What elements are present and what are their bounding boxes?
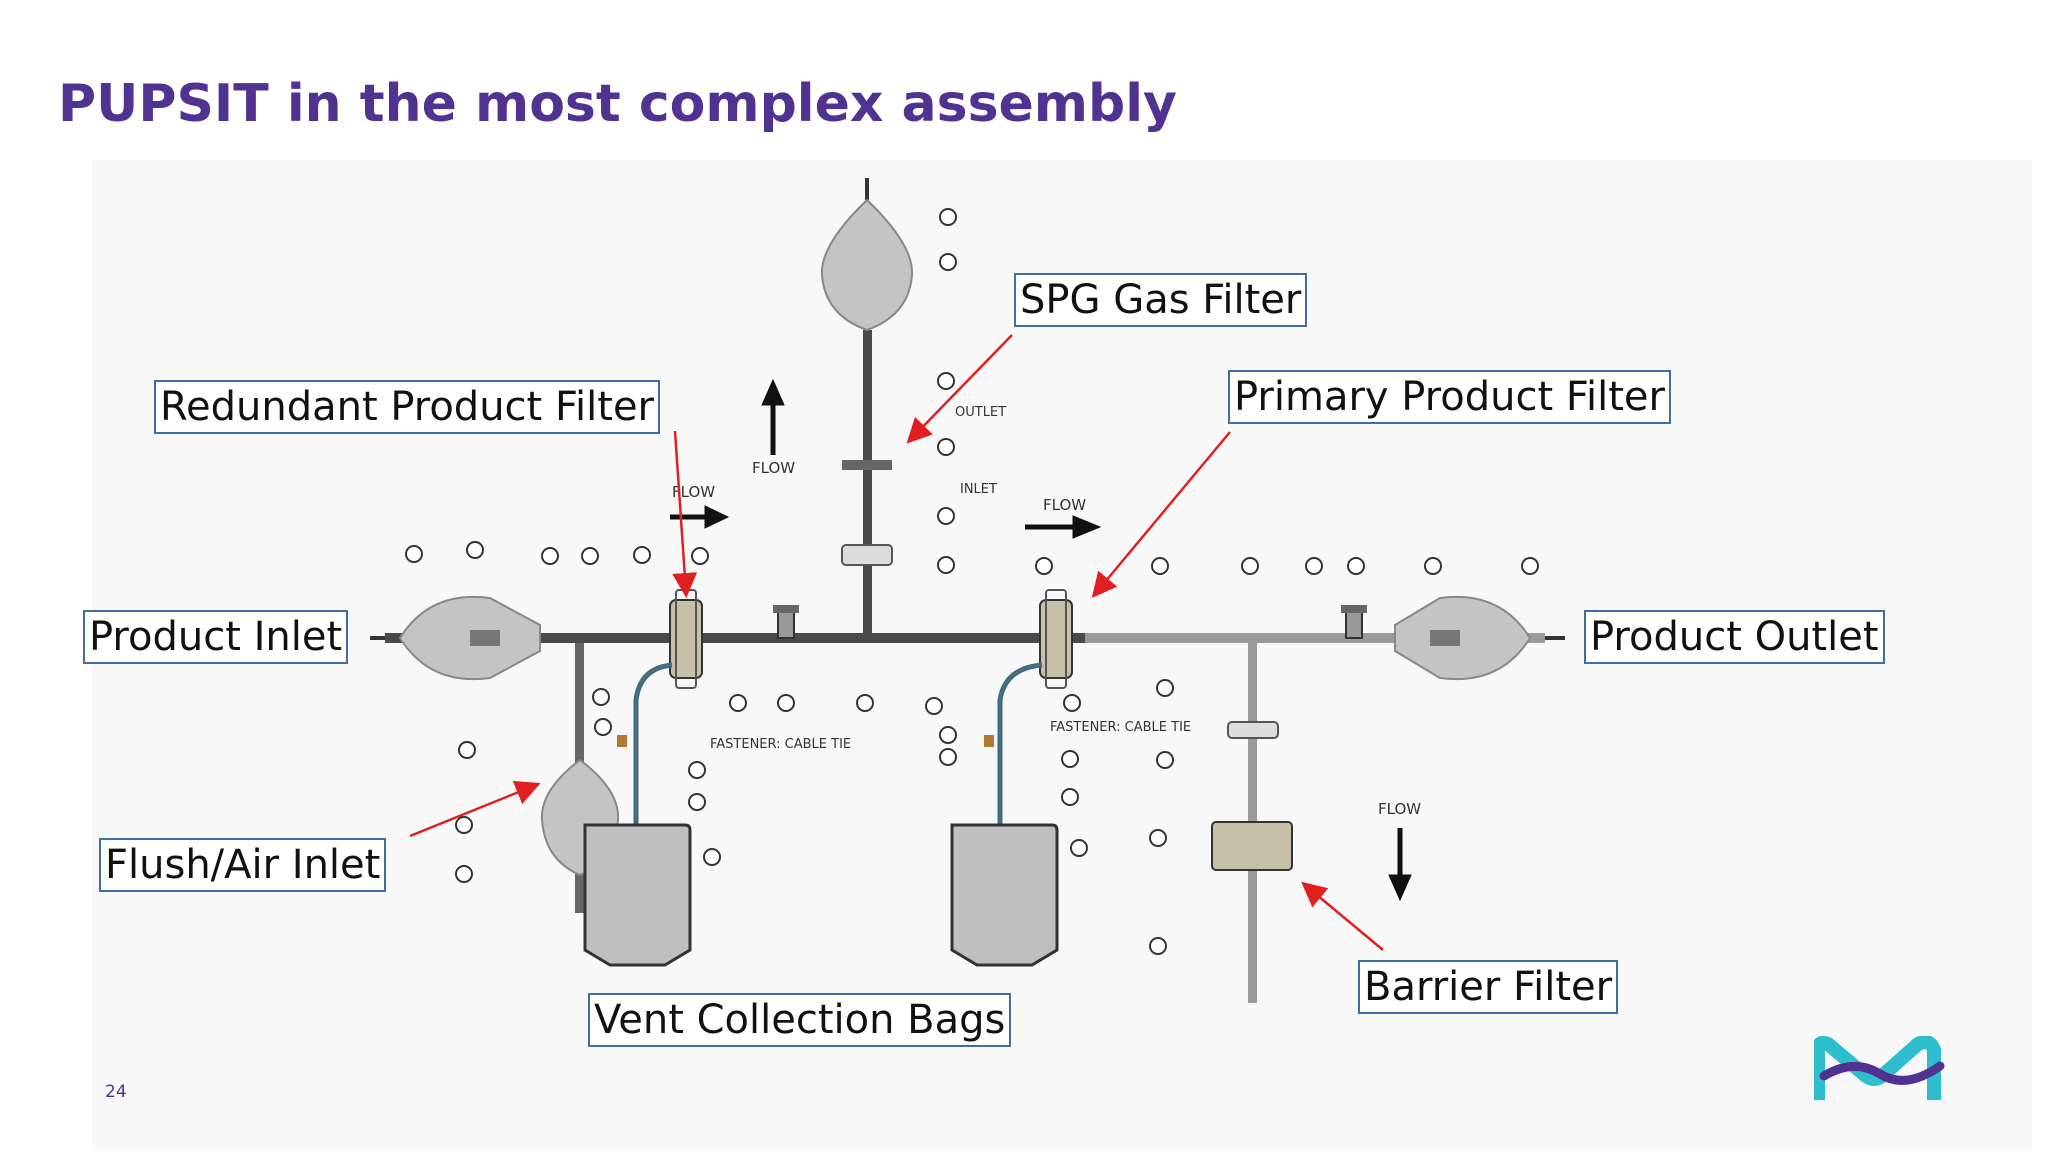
callout-flush-air-inlet: Flush/Air Inlet <box>99 838 387 892</box>
fastener-label-left: FASTENER: CABLE TIE <box>710 737 851 752</box>
item-balloons <box>405 208 1539 955</box>
barrier-line <box>1211 643 1293 1003</box>
callout-redundant-product-filter: Redundant Product Filter <box>154 380 661 434</box>
company-logo <box>1814 1036 1945 1100</box>
inlet-bell <box>398 595 541 681</box>
flow-label-left: FLOW <box>672 483 715 501</box>
flow-label-up: FLOW <box>752 459 795 477</box>
callout-barrier-filter: Barrier Filter <box>1358 960 1619 1014</box>
gas-line <box>820 178 914 638</box>
primary-filter-housing <box>1039 589 1073 689</box>
flow-label-right: FLOW <box>1043 496 1086 514</box>
callout-spg-gas-filter: SPG Gas Filter <box>1014 273 1308 327</box>
fastener-label-right: FASTENER: CABLE TIE <box>1050 720 1191 735</box>
valve-left <box>773 605 799 639</box>
vent-tube-left <box>617 662 673 830</box>
redundant-filter-housing <box>669 589 703 689</box>
callout-vent-collection-bags: Vent Collection Bags <box>588 993 1012 1047</box>
flow-label-down: FLOW <box>1378 800 1421 818</box>
vent-bag-left <box>583 823 692 967</box>
vent-tube-right <box>984 662 1043 830</box>
callout-primary-product-filter: Primary Product Filter <box>1228 370 1671 424</box>
slide-title: PUPSIT in the most complex assembly <box>58 74 1177 134</box>
inlet-label: INLET <box>960 482 997 497</box>
main-manifold <box>370 633 1565 643</box>
page-number: 24 <box>105 1082 127 1102</box>
pointer-arrows <box>409 334 1384 951</box>
flow-arrows <box>670 378 1412 902</box>
outlet-bell <box>1394 595 1532 681</box>
valve-right <box>1341 605 1367 639</box>
vent-bag-right <box>950 823 1059 967</box>
outlet-label: OUTLET <box>955 405 1006 420</box>
callout-product-outlet: Product Outlet <box>1584 610 1885 664</box>
callout-product-inlet: Product Inlet <box>83 610 349 664</box>
